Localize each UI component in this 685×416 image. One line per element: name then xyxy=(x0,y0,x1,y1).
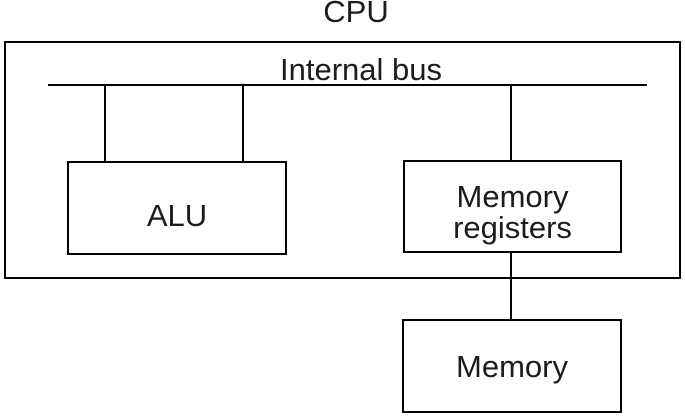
memory-registers-to-memory-connector xyxy=(510,253,512,319)
memory-box: Memory xyxy=(402,319,622,413)
internal-bus-label: Internal bus xyxy=(280,52,442,87)
memory-registers-label-line2: registers xyxy=(453,209,572,245)
internal-bus-line xyxy=(48,84,647,86)
alu-label: ALU xyxy=(146,197,208,233)
bus-to-alu-connector-left xyxy=(104,86,106,162)
alu-box: ALU xyxy=(67,161,287,255)
memory-registers-label-line1: Memory xyxy=(456,178,569,214)
bus-to-alu-connector-right xyxy=(242,86,244,162)
bus-to-memory-registers-connector xyxy=(510,86,512,161)
cpu-title: CPU xyxy=(323,0,389,29)
memory-label: Memory xyxy=(456,348,568,384)
memory-registers-box: Memory registers xyxy=(403,160,622,253)
